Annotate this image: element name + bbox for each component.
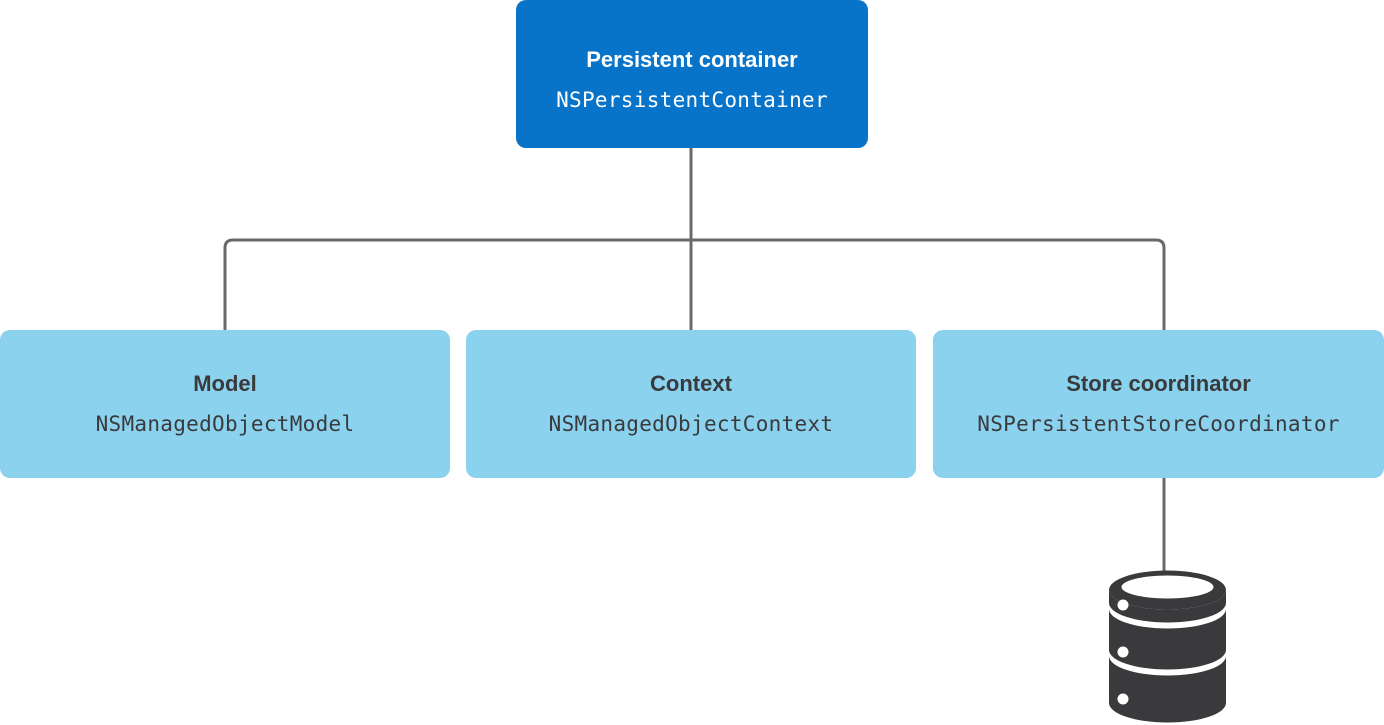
database-icon bbox=[1109, 570, 1226, 723]
node-title: Model bbox=[193, 371, 257, 396]
node-persistent-container: Persistent container NSPersistentContain… bbox=[516, 0, 868, 148]
connector-branch bbox=[223, 238, 1166, 330]
node-class-name: NSManagedObjectModel bbox=[95, 412, 355, 436]
node-store-coordinator: Store coordinator NSPersistentStoreCoord… bbox=[933, 330, 1384, 478]
node-model: Model NSManagedObjectModel bbox=[0, 330, 450, 478]
node-class-name: NSManagedObjectContext bbox=[548, 412, 834, 436]
node-title: Persistent container bbox=[586, 47, 798, 72]
node-class-name: NSPersistentStoreCoordinator bbox=[977, 412, 1340, 436]
node-context: Context NSManagedObjectContext bbox=[466, 330, 916, 478]
node-class-name: NSPersistentContainer bbox=[556, 88, 828, 112]
node-title: Context bbox=[650, 371, 732, 396]
node-title: Store coordinator bbox=[1066, 371, 1251, 396]
